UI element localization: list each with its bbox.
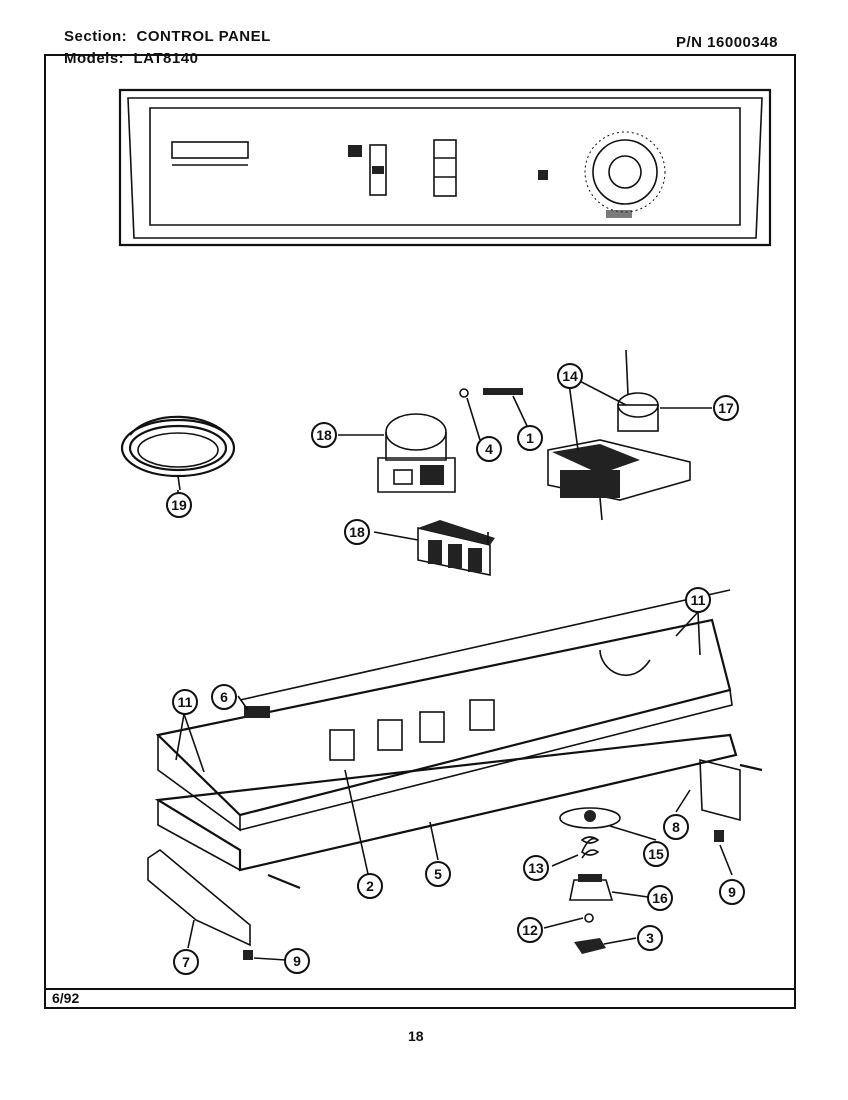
svg-text:4: 4 bbox=[485, 441, 493, 457]
footer-rule bbox=[44, 988, 796, 990]
page-number: 18 bbox=[408, 1028, 424, 1044]
svg-text:5: 5 bbox=[434, 866, 442, 882]
svg-text:18: 18 bbox=[349, 524, 365, 540]
callout-16: 16 bbox=[647, 885, 673, 911]
callout-4: 4 bbox=[476, 436, 502, 462]
push-button-switch bbox=[417, 520, 495, 576]
console-back bbox=[154, 733, 738, 872]
svg-text:13: 13 bbox=[528, 860, 544, 876]
svg-text:8: 8 bbox=[672, 819, 680, 835]
callout-9-left: 9 bbox=[284, 948, 310, 974]
callout-1: 1 bbox=[517, 425, 543, 451]
svg-text:1: 1 bbox=[526, 430, 534, 446]
revision-date: 6/92 bbox=[52, 990, 80, 1006]
svg-text:11: 11 bbox=[691, 592, 706, 608]
callout-3: 3 bbox=[637, 925, 663, 951]
callout-8: 8 bbox=[663, 814, 689, 840]
callout-13: 13 bbox=[523, 855, 549, 881]
svg-text:12: 12 bbox=[522, 922, 538, 938]
leader-lines bbox=[175, 375, 733, 961]
callout-15: 15 bbox=[643, 841, 669, 867]
svg-text:7: 7 bbox=[182, 954, 190, 970]
callout-11-right: 11 bbox=[685, 587, 711, 613]
svg-text:15: 15 bbox=[648, 846, 664, 862]
svg-text:11: 11 bbox=[178, 694, 193, 710]
callout-19: 19 bbox=[166, 492, 192, 518]
section-value: CONTROL PANEL bbox=[136, 28, 271, 45]
callout-18-upper: 18 bbox=[311, 422, 337, 448]
part-number: P/N 16000348 bbox=[676, 34, 778, 51]
callout-9-right: 9 bbox=[719, 879, 745, 905]
diagram-frame bbox=[44, 54, 796, 1009]
svg-text:6: 6 bbox=[220, 689, 228, 705]
callout-2: 2 bbox=[357, 873, 383, 899]
callout-11-left: 11 bbox=[172, 689, 198, 715]
callout-6: 6 bbox=[211, 684, 237, 710]
console-panel-illustration bbox=[118, 88, 772, 247]
svg-text:16: 16 bbox=[652, 890, 668, 906]
retainer-and-pin bbox=[459, 388, 523, 398]
timer-assembly bbox=[547, 349, 691, 521]
wire-harness bbox=[120, 415, 236, 491]
knob-assembly bbox=[559, 807, 621, 954]
callout-7: 7 bbox=[173, 949, 199, 975]
callout-18-lower: 18 bbox=[344, 519, 370, 545]
svg-text:9: 9 bbox=[728, 884, 736, 900]
svg-text:18: 18 bbox=[316, 427, 332, 443]
section-label: Section: bbox=[64, 28, 128, 45]
control-panel-frame bbox=[155, 589, 733, 832]
end-caps bbox=[147, 758, 763, 960]
svg-text:17: 17 bbox=[718, 400, 734, 416]
section-heading: Section: CONTROL PANEL bbox=[64, 28, 271, 45]
svg-text:14: 14 bbox=[562, 368, 578, 384]
svg-text:9: 9 bbox=[293, 953, 301, 969]
callout-5: 5 bbox=[425, 861, 451, 887]
callout-14: 14 bbox=[557, 363, 583, 389]
callout-12: 12 bbox=[517, 917, 543, 943]
callout-17-upper: 17 bbox=[713, 395, 739, 421]
svg-text:19: 19 bbox=[171, 497, 187, 513]
svg-text:3: 3 bbox=[646, 930, 654, 946]
svg-text:2: 2 bbox=[366, 878, 374, 894]
motor-part bbox=[377, 413, 456, 493]
